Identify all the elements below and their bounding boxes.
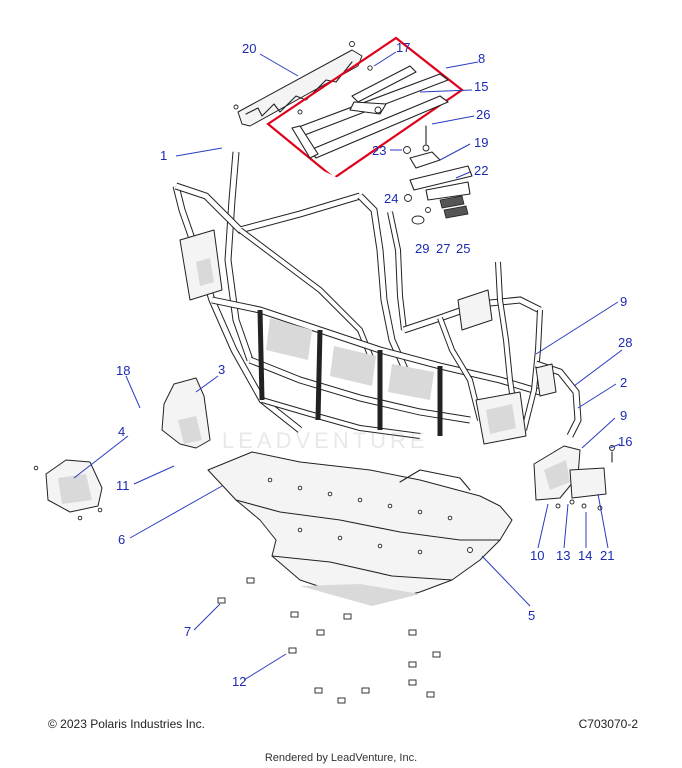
callout-5: 5 [528,608,535,623]
callout-10: 10 [530,548,544,563]
copyright-text: © 2023 Polaris Industries Inc. [48,717,205,731]
callout-9-upper: 9 [620,294,627,309]
callout-21: 21 [600,548,614,563]
skid-plate-holes [267,477,473,555]
callout-16: 16 [618,434,632,449]
mount-hardware [217,577,441,704]
callout-20: 20 [242,41,256,56]
callout-7: 7 [184,624,191,639]
part-3-panel [161,377,211,449]
leader-lines [73,51,623,681]
part-9-front-plate [533,445,615,511]
callout-22: 22 [474,163,488,178]
callout-24: 24 [384,191,398,206]
callout-18: 18 [116,363,130,378]
rendered-by-text: Rendered by LeadVenture, Inc. [264,752,418,764]
part-15-rail-assembly [291,65,449,159]
callout-15: 15 [474,79,488,94]
callout-9-lower: 9 [620,408,627,423]
part-6-skid-plate [207,451,513,606]
callout-labels: 20 17 8 15 26 19 23 1 22 24 29 27 25 9 2… [116,40,632,689]
callout-12: 12 [232,674,246,689]
callout-26: 26 [476,107,490,122]
callout-11: 11 [116,478,130,493]
callout-8: 8 [478,51,485,66]
callout-23: 23 [372,143,386,158]
callout-4: 4 [118,424,125,439]
callout-27: 27 [436,241,450,256]
watermark-text: LEADVENTURE [222,428,429,453]
callout-13: 13 [556,548,570,563]
callout-14: 14 [578,548,592,563]
part-19-22-bracket-group [403,125,473,225]
diagram-code: C703070-2 [578,717,638,731]
callout-19: 19 [474,135,488,150]
part-20-bracket [233,41,363,127]
callout-1: 1 [160,148,167,163]
callout-28: 28 [618,335,632,350]
callout-25: 25 [456,241,470,256]
part-1-main-frame [172,139,582,445]
part-4-panel [33,459,103,521]
callout-6: 6 [118,532,125,547]
callout-17: 17 [396,40,410,55]
callout-29: 29 [415,241,429,256]
callout-3: 3 [218,362,225,377]
callout-2: 2 [620,375,627,390]
